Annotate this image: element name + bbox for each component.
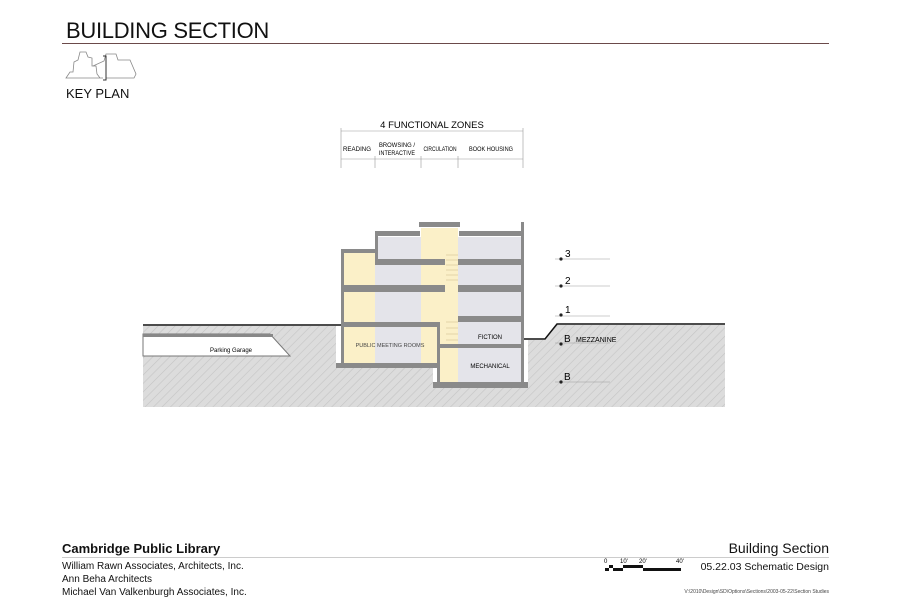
zones-header xyxy=(340,128,524,168)
firm-3: Michael Van Valkenburgh Associates, Inc. xyxy=(62,587,247,598)
mezzanine-label: MEZZANINE xyxy=(576,337,617,344)
level-2-label: 2 xyxy=(565,276,571,287)
level-b-label: B xyxy=(564,372,571,383)
fiction-label: FICTION xyxy=(478,335,502,341)
scale-bar xyxy=(605,565,681,571)
page-title: BUILDING SECTION xyxy=(66,18,270,43)
sheet-title: Building Section xyxy=(728,540,829,556)
level-1-label: 1 xyxy=(565,305,571,316)
firm-2: Ann Beha Architects xyxy=(62,574,153,585)
key-plan-label: KEY PLAN xyxy=(66,86,130,101)
level-b-mezzanine-label: B xyxy=(564,334,571,345)
scale-tick-20: 20' xyxy=(639,559,647,565)
project-name: Cambridge Public Library xyxy=(62,541,221,556)
key-plan-icon xyxy=(65,51,137,81)
public-meeting-rooms-label: PUBLIC MEETING ROOMS xyxy=(356,343,425,349)
ground-hatch xyxy=(143,325,725,407)
zone-circulation: CIRCULATION xyxy=(424,146,457,153)
building-structure xyxy=(336,222,528,388)
zones-title: 4 FUNCTIONAL ZONES xyxy=(380,120,484,131)
zone-interactive: INTERACTIVE xyxy=(379,150,416,157)
level-3-label: 3 xyxy=(565,249,571,260)
ground-line xyxy=(143,323,725,340)
level-marker-icons xyxy=(559,257,563,384)
zone-browsing: BROWSING / xyxy=(379,142,415,149)
file-path: V:\2010\Design\SD\Options\Sections\2003-… xyxy=(684,589,829,595)
phase-date: 05.22.03 Schematic Design xyxy=(700,561,829,573)
scale-tick-10: 10' xyxy=(620,559,628,565)
parking-garage-label: Parking Garage xyxy=(210,348,253,354)
zone-book-housing: BOOK HOUSING xyxy=(469,146,513,153)
firm-1: William Rawn Associates, Architects, Inc… xyxy=(62,561,244,572)
zone-reading: READING xyxy=(343,146,371,153)
title-rule xyxy=(62,43,829,44)
scale-tick-40: 40' xyxy=(676,559,684,565)
mechanical-label: MECHANICAL xyxy=(470,364,510,370)
scale-tick-0: 0 xyxy=(604,559,608,565)
footer-rule xyxy=(62,557,829,558)
level-markers xyxy=(555,258,610,383)
